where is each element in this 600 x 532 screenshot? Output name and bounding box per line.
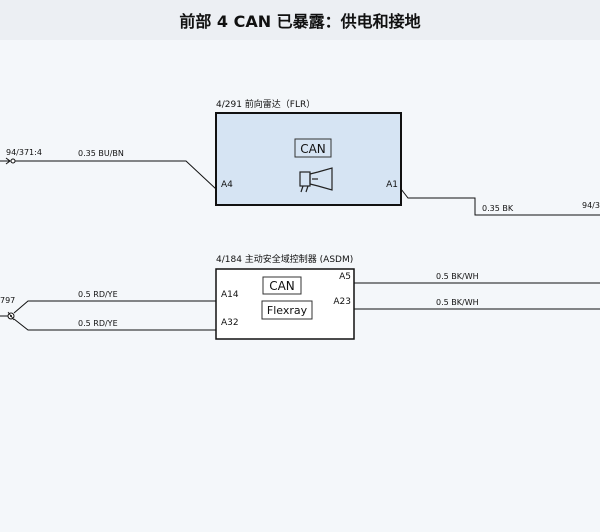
radar-speaker-icon bbox=[299, 167, 333, 193]
asdm-title: 4/184 主动安全域控制器 (ASDM) bbox=[216, 253, 353, 265]
wiring-diagram: 4/291 前向雷达（FLR） CAN A4 A1 0.35 BU/BN 94/… bbox=[0, 98, 600, 340]
asdm-pin-a23: A23 bbox=[333, 297, 351, 307]
wire-rd-ye-bottom-label: 0.5 RD/YE bbox=[78, 319, 118, 328]
wire-rd-ye-top-label: 0.5 RD/YE bbox=[78, 290, 118, 299]
header-bar: 前部 4 CAN 已暴露：供电和接地 bbox=[0, 0, 600, 40]
asdm-can-label: CAN bbox=[269, 279, 295, 293]
wire-flr-out[interactable] bbox=[400, 188, 600, 216]
flr-title: 4/291 前向雷达（FLR） bbox=[216, 98, 315, 110]
wire-flr-in-label: 0.35 BU/BN bbox=[78, 149, 124, 158]
wire-flr-in[interactable] bbox=[12, 160, 217, 190]
asdm-pin-a5: A5 bbox=[339, 272, 351, 282]
flr-pin-a1: A1 bbox=[386, 180, 398, 190]
connector-left-mid-icon bbox=[0, 311, 15, 321]
connector-left-top-label: 94/371:4 bbox=[6, 148, 42, 157]
flr-box[interactable] bbox=[215, 112, 402, 206]
wire-rd-ye-top[interactable] bbox=[13, 300, 216, 314]
connector-left-mid-label: 797 bbox=[0, 296, 15, 305]
connector-left-top-icon bbox=[0, 157, 16, 165]
diagram-canvas: 4/291 前向雷达（FLR） CAN A4 A1 0.35 BU/BN 94/… bbox=[0, 40, 600, 528]
asdm-can-box bbox=[262, 276, 302, 295]
page-title: 前部 4 CAN 已暴露：供电和接地 bbox=[179, 12, 421, 31]
flr-pin-a4: A4 bbox=[221, 180, 233, 190]
wire-bk-wh-top-label: 0.5 BK/WH bbox=[436, 272, 479, 281]
asdm-flexray-box bbox=[261, 300, 313, 320]
flr-can-label: CAN bbox=[300, 142, 326, 156]
asdm-box[interactable] bbox=[215, 268, 355, 340]
asdm-flexray-label: Flexray bbox=[267, 304, 308, 317]
flr-can-box bbox=[294, 138, 332, 158]
connector-right-top-label: 94/3 bbox=[582, 201, 600, 210]
asdm-pin-a14: A14 bbox=[221, 290, 239, 300]
wire-flr-out-label: 0.35 BK bbox=[482, 204, 514, 213]
asdm-pin-a32: A32 bbox=[221, 318, 239, 328]
wire-rd-ye-bottom[interactable] bbox=[13, 318, 216, 331]
wire-bk-wh-bottom-label: 0.5 BK/WH bbox=[436, 298, 479, 307]
